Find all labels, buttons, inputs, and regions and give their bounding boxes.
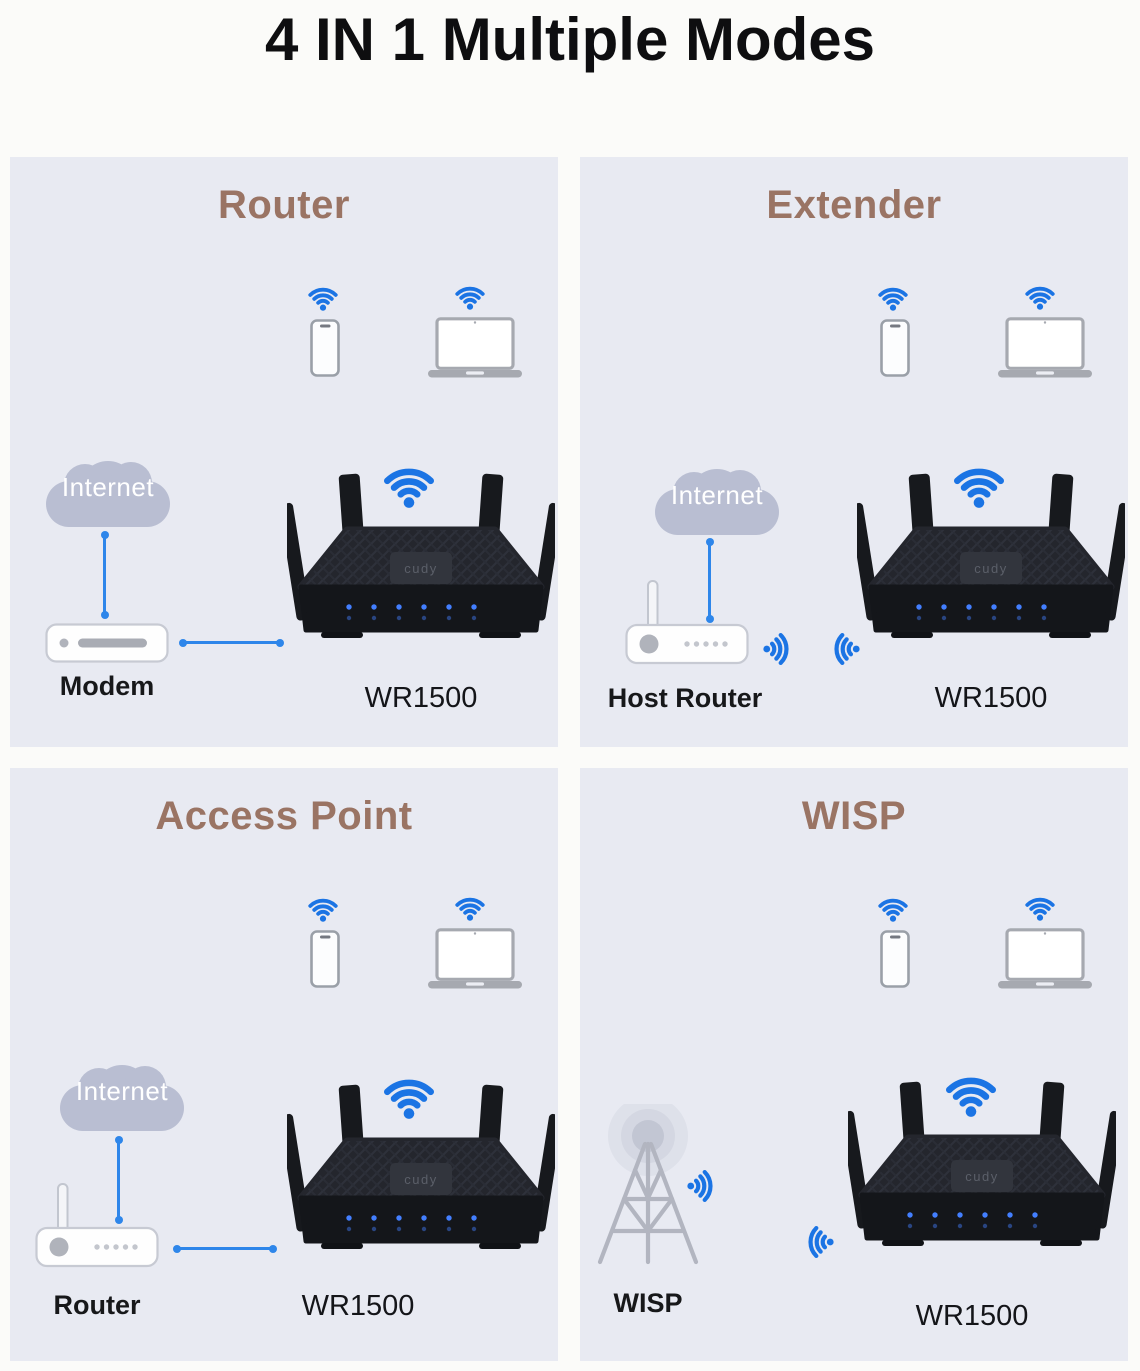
panel-wisp-mode: WISP WISP WR1500	[580, 768, 1128, 1361]
internet-cloud: Internet	[642, 460, 792, 538]
connector-cloud-to-router	[114, 1136, 123, 1224]
page-title: 4 IN 1 Multiple Modes	[264, 6, 876, 73]
panel-extender-mode: Extender Internet Host Router WR1500	[580, 157, 1128, 747]
device-model-label: WR1500	[301, 1290, 415, 1322]
wifi-icon	[455, 286, 485, 311]
wifi-icon	[1025, 286, 1055, 311]
device-model-label: WR1500	[364, 682, 478, 714]
host-router-device	[625, 579, 749, 665]
phone-icon	[310, 930, 340, 988]
laptop-icon	[998, 928, 1092, 990]
laptop-icon	[428, 928, 522, 990]
panel-title: Access Point	[155, 794, 413, 838]
internet-cloud: Internet	[47, 1056, 197, 1134]
connector-modem-to-router	[179, 638, 284, 647]
panel-title: Router	[218, 183, 350, 227]
wifi-signal-right-icon	[686, 1164, 720, 1208]
source-label: Router	[53, 1290, 141, 1320]
wifi-signal-left-icon	[801, 1220, 835, 1264]
wifi-icon	[878, 287, 908, 312]
source-label: Host Router	[607, 683, 763, 713]
connector-cloud-to-modem	[100, 531, 109, 619]
phone-icon	[880, 930, 910, 988]
laptop-icon	[428, 317, 522, 379]
laptop-icon	[998, 317, 1092, 379]
cloud-label: Internet	[61, 471, 155, 502]
phone-icon	[310, 319, 340, 377]
wifi-icon	[945, 457, 1013, 510]
panel-title: Extender	[766, 183, 942, 227]
source-label: WISP	[613, 1288, 683, 1318]
device-model-label: WR1500	[915, 1300, 1029, 1332]
wifi-icon	[308, 898, 338, 923]
panel-title: WISP	[801, 794, 907, 838]
wifi-icon	[878, 898, 908, 923]
wifi-signal-right-icon	[762, 627, 796, 671]
wifi-icon	[375, 1068, 443, 1121]
wifi-icon	[308, 287, 338, 312]
upstream-router-device	[35, 1182, 159, 1268]
phone-icon	[880, 319, 910, 377]
connector-cloud-to-host-router	[705, 538, 714, 623]
cloud-label: Internet	[670, 479, 764, 510]
modem-device	[45, 623, 169, 663]
panel-access-point-mode: Access Point Internet Router WR1500	[10, 768, 558, 1361]
cloud-label: Internet	[75, 1075, 169, 1106]
device-model-label: WR1500	[934, 682, 1048, 714]
connector-router-to-wr1500	[173, 1244, 277, 1253]
wifi-icon	[455, 897, 485, 922]
internet-cloud: Internet	[33, 452, 183, 530]
wifi-icon	[375, 457, 443, 510]
panel-router-mode: Router Internet Modem WR1500	[10, 157, 558, 747]
wifi-icon	[937, 1066, 1005, 1119]
source-label: Modem	[59, 671, 155, 701]
wifi-signal-left-icon	[827, 627, 861, 671]
wifi-icon	[1025, 897, 1055, 922]
